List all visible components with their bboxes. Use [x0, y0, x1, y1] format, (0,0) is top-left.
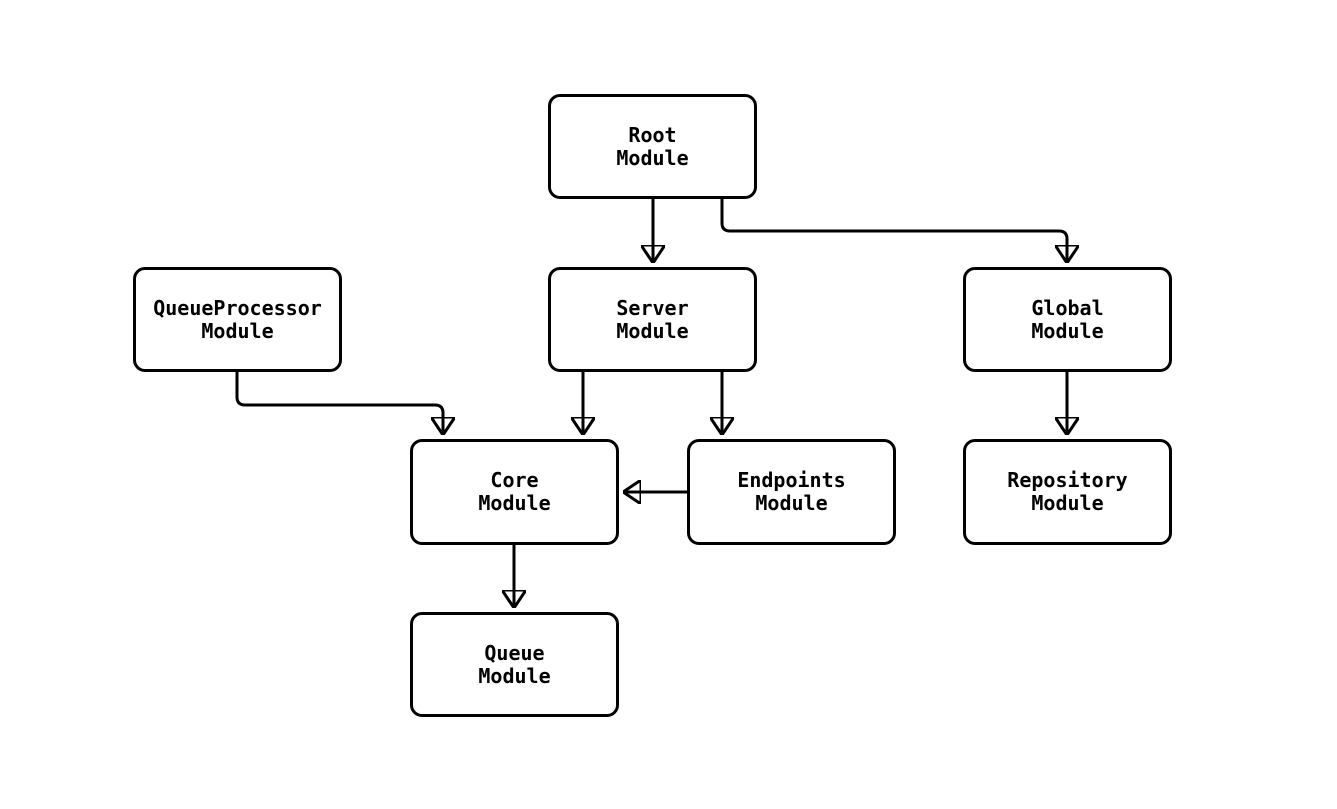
node-queue-module: Queue Module	[410, 612, 619, 717]
node-label-line: Module	[201, 318, 274, 343]
node-label-line: Module	[478, 491, 551, 515]
node-label-line: Module	[1031, 318, 1104, 343]
node-label-line: Root	[628, 122, 677, 147]
node-label-line: Core	[490, 468, 539, 492]
node-label-line: Global	[1031, 295, 1104, 320]
node-repository-module: Repository Module	[963, 439, 1172, 545]
node-label-line: Module	[478, 663, 551, 688]
node-label-line: Endpoints	[737, 468, 846, 492]
node-core-module: Core Module	[410, 439, 619, 545]
node-label-line: Module	[755, 491, 828, 515]
node-global-module: Global Module	[963, 267, 1172, 372]
node-root-module: Root Module	[548, 94, 757, 199]
node-label-line: Server	[616, 295, 689, 320]
node-label-line: QueueProcessor	[153, 295, 322, 320]
edge-root-to-global	[720, 198, 1067, 263]
node-server-module: Server Module	[548, 267, 757, 372]
node-label-line: Module	[1031, 491, 1104, 515]
node-label-line: Module	[616, 318, 689, 343]
node-label-line: Queue	[484, 640, 545, 665]
edge-queueprocessor-to-core	[235, 372, 443, 435]
node-label-line: Repository	[1007, 468, 1128, 492]
node-label-line: Module	[616, 145, 689, 170]
node-endpoints-module: Endpoints Module	[687, 439, 896, 545]
node-queueprocessor-module: QueueProcessor Module	[133, 267, 342, 372]
